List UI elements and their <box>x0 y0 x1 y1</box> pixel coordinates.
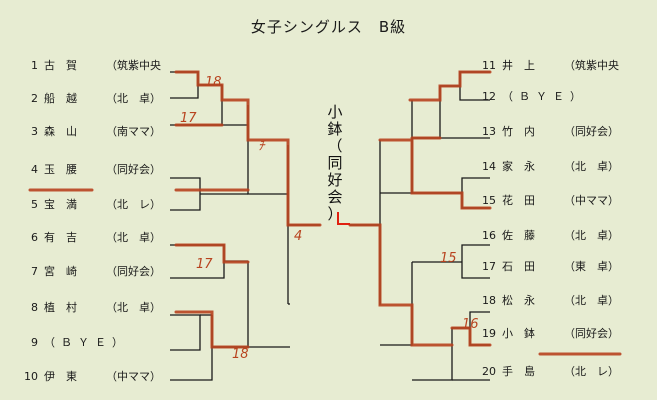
entry-affiliation: （中ママ） <box>106 370 161 383</box>
left-entry-2: 2 船 越 （北 卓） <box>18 92 161 106</box>
left-entry-7: 7 宮 崎 （同好会） <box>18 265 161 279</box>
left-entry-10: 10 伊 東 （中ママ） <box>18 370 161 384</box>
entry-affiliation: （南ママ） <box>106 125 161 138</box>
entry-number: 11 <box>482 59 496 72</box>
entry-name: 石 田 <box>502 260 535 273</box>
entry-name: 伊 東 <box>44 370 77 383</box>
left-entry-6: 6 有 吉 （北 卓） <box>18 231 161 245</box>
score-mark: ﾁ <box>258 139 266 154</box>
entry-number: 9 <box>31 336 38 349</box>
champion-char: 小 <box>327 103 343 121</box>
champion-char: 同 <box>327 154 343 172</box>
entry-affiliation: （同好会） <box>564 125 619 138</box>
right-entry-13: 13 竹 内 （同好会） <box>478 125 619 139</box>
score-mark: 18 <box>205 75 222 90</box>
entry-affiliation: （北 レ） <box>106 198 161 211</box>
entry-affiliation: （北 卓） <box>106 231 161 244</box>
entry-number: 16 <box>482 229 496 242</box>
right-entry-15: 15 花 田 （中ママ） <box>478 194 619 208</box>
entry-name: 竹 内 <box>502 125 535 138</box>
right-entry-14: 14 家 永 （北 卓） <box>478 160 619 174</box>
entry-name: 船 越 <box>44 92 77 105</box>
left-entry-3: 3 森 山 （南ママ） <box>18 125 161 139</box>
entry-name: 宝 満 <box>44 198 77 211</box>
entry-name: 佐 藤 <box>502 229 535 242</box>
entry-affiliation: （同好会） <box>106 163 161 176</box>
entry-number: 3 <box>31 125 38 138</box>
entry-number: 7 <box>31 265 38 278</box>
score-mark: 17 <box>196 257 213 272</box>
entry-name: 松 永 <box>502 294 535 307</box>
right-entry-12: 12（ＢＹＥ） <box>478 90 587 104</box>
left-entry-9: 9 （ＢＹＥ） <box>18 336 129 350</box>
left-entry-4: 4 玉 腰 （同好会） <box>18 163 161 177</box>
entry-name: 古 賀 <box>44 59 77 72</box>
champion-char: 会 <box>327 188 343 206</box>
entry-number: 19 <box>482 327 496 340</box>
champion-char: （ <box>327 137 343 155</box>
champion-char: 好 <box>327 171 343 189</box>
entry-name: （ＢＹＥ） <box>502 90 587 103</box>
entry-affiliation: （北 レ） <box>564 365 619 378</box>
entry-affiliation: （北 卓） <box>106 92 161 105</box>
entry-number: 17 <box>482 260 496 273</box>
entry-number: 14 <box>482 160 496 173</box>
entry-number: 6 <box>31 231 38 244</box>
entry-affiliation: （東 卓） <box>564 260 619 273</box>
entry-name: 玉 腰 <box>44 163 77 176</box>
right-entry-11: 11 井 上 （筑紫中央 <box>478 59 619 73</box>
left-entry-5: 5 宝 満 （北 レ） <box>18 198 161 212</box>
score-mark: 15 <box>440 251 457 266</box>
right-entry-18: 18 松 永 （北 卓） <box>478 294 619 308</box>
entry-number: 13 <box>482 125 496 138</box>
score-mark: 17 <box>180 111 197 126</box>
entry-affiliation: （筑紫中央 <box>106 59 161 72</box>
entry-affiliation: （同好会） <box>106 265 161 278</box>
right-entry-17: 17 石 田 （東 卓） <box>478 260 619 274</box>
entry-number: 4 <box>31 163 38 176</box>
right-entry-16: 16 佐 藤 （北 卓） <box>478 229 619 243</box>
entry-number: 2 <box>31 92 38 105</box>
entry-affiliation: （中ママ） <box>564 194 619 207</box>
left-entry-1: 1 古 賀 （筑紫中央 <box>18 59 161 73</box>
entry-name: 井 上 <box>502 59 535 72</box>
entry-name: 宮 崎 <box>44 265 77 278</box>
entry-name: 小 鉢 <box>502 327 535 340</box>
entry-name: 手 島 <box>502 365 535 378</box>
score-mark: 18 <box>232 347 249 362</box>
entry-number: 18 <box>482 294 496 307</box>
entry-affiliation: （北 卓） <box>564 229 619 242</box>
right-entry-20: 20 手 島 （北 レ） <box>478 365 619 379</box>
entry-name: （ＢＹＥ） <box>44 336 129 349</box>
entry-number: 5 <box>31 198 38 211</box>
left-entry-8: 8 植 村 （北 卓） <box>18 301 161 315</box>
entry-affiliation: （同好会） <box>564 327 619 340</box>
score-mark: 4 <box>294 229 302 244</box>
entry-affiliation: （北 卓） <box>106 301 161 314</box>
entry-number: 8 <box>31 301 38 314</box>
entry-affiliation: （北 卓） <box>564 294 619 307</box>
score-mark: 16 <box>462 317 479 332</box>
entry-number: 10 <box>24 370 38 383</box>
entry-number: 1 <box>31 59 38 72</box>
entry-number: 15 <box>482 194 496 207</box>
entry-name: 森 山 <box>44 125 77 138</box>
champion-char: 鉢 <box>327 120 343 138</box>
entry-affiliation: （北 卓） <box>564 160 619 173</box>
entry-name: 家 永 <box>502 160 535 173</box>
entry-number: 20 <box>482 365 496 378</box>
page-title: 女子シングルス B級 <box>250 18 407 36</box>
entry-name: 有 吉 <box>44 231 77 244</box>
entry-affiliation: （筑紫中央 <box>564 59 619 72</box>
entry-name: 花 田 <box>502 194 535 207</box>
entry-name: 植 村 <box>44 301 77 314</box>
right-entry-19: 19 小 鉢 （同好会） <box>478 327 619 341</box>
